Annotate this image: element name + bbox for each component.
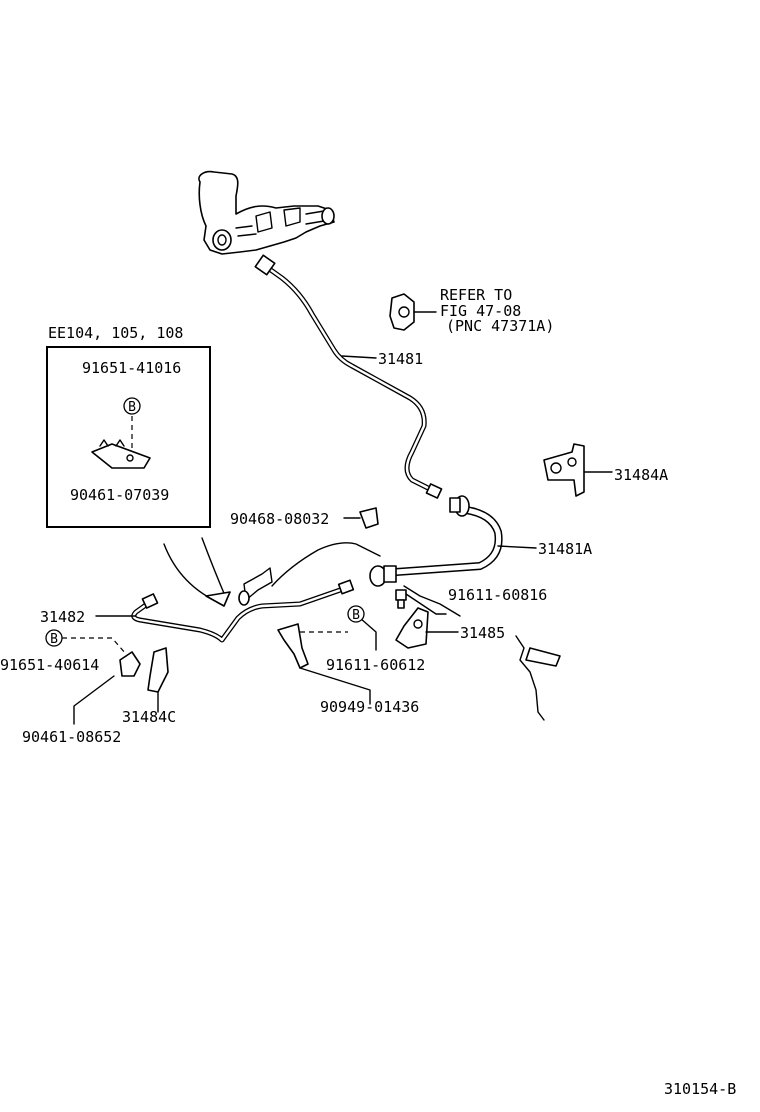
inset-part-top: 91651-41016 — [82, 359, 181, 377]
label-31485: 31485 — [460, 624, 505, 642]
flexible-hose-31481a — [369, 495, 503, 587]
clamp-90949-01436 — [277, 623, 371, 705]
bracket-31485 — [395, 607, 459, 649]
label-91611-60816: 91611-60816 — [448, 586, 547, 604]
leaders — [95, 355, 537, 617]
label-90468-08032: 90468-08032 — [230, 510, 329, 528]
b-marker-label: B — [128, 400, 136, 415]
clip-31484a — [543, 443, 613, 497]
label-31481a: 31481A — [538, 540, 592, 558]
refer-text-line2: FIG 47-08 — [440, 302, 521, 320]
master-cylinder — [198, 170, 335, 255]
inset-box — [46, 346, 211, 528]
bolt-91611-60816 — [395, 589, 447, 615]
label-31482: 31482 — [40, 608, 85, 626]
b-marker-left: B — [45, 629, 63, 647]
b-marker-center: B — [347, 605, 365, 623]
b-references — [62, 416, 377, 655]
clip-90468-08032 — [343, 507, 379, 529]
clip-31484c — [147, 647, 169, 713]
brake-tube-31481 — [254, 254, 443, 499]
diagram-code: 310154-B — [664, 1080, 736, 1098]
b-marker-inset: B — [123, 397, 141, 415]
label-31484c: 31484C — [122, 708, 176, 726]
label-90949-01436: 90949-01436 — [320, 698, 419, 716]
label-31484a: 31484A — [614, 466, 668, 484]
brake-tube-31482 — [131, 579, 355, 643]
clip-90461-08652 — [73, 651, 141, 725]
refer-text-line3: (PNC 47371A) — [446, 317, 554, 335]
label-90461-08652: 90461-08652 — [22, 728, 121, 746]
refer-bracket — [389, 293, 437, 331]
label-31481: 31481 — [378, 350, 423, 368]
label-91651-40614: 91651-40614 — [0, 656, 99, 674]
body-outline — [238, 542, 561, 721]
b-marker-label: B — [352, 608, 360, 623]
inset-arrows — [163, 537, 231, 607]
inset-part-bottom: 90461-07039 — [70, 486, 169, 504]
label-91611-60612: 91611-60612 — [326, 656, 425, 674]
b-marker-label: B — [50, 632, 58, 647]
inset-title: EE104, 105, 108 — [48, 324, 183, 342]
refer-text-line1: REFER TO — [440, 286, 512, 304]
